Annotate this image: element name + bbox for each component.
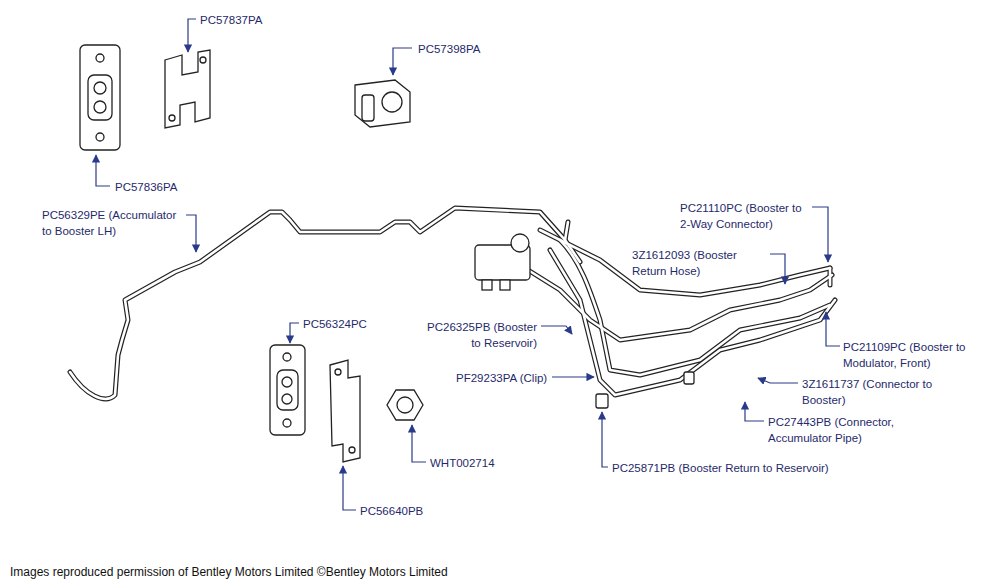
part-label: 3Z1612093 (Booster Return Hose): [632, 247, 740, 279]
part-label: PC56324PC: [303, 316, 367, 332]
part-label: WHT002714: [430, 455, 495, 471]
part-label: PC21109PC (Booster to Modulator, Front): [843, 339, 969, 371]
part-label: PF29233PA (Clip): [456, 370, 547, 386]
part-label: PC21110PC (Booster to 2-Way Connector): [680, 200, 805, 232]
part-label: PC56640PB: [360, 503, 423, 519]
part-label: PC56329PE (Accumulator to Booster LH): [42, 207, 180, 239]
part-label: PC57837PA: [200, 12, 262, 28]
part-label: PC25871PB (Booster Return to Reservoir): [612, 460, 829, 476]
leader-lines: [96, 19, 840, 510]
part-label: PC57836PA: [115, 179, 177, 195]
copyright-caption: Images reproduced permission of Bentley …: [10, 564, 448, 580]
part-label: PC26325PB (Booster to Reservoir): [424, 319, 537, 351]
part-label: 3Z1611737 (Connector to Booster): [802, 376, 936, 408]
part-label: PC27443PB (Connector, Accumulator Pipe): [768, 414, 897, 446]
part-label: PC57398PA: [418, 41, 480, 57]
